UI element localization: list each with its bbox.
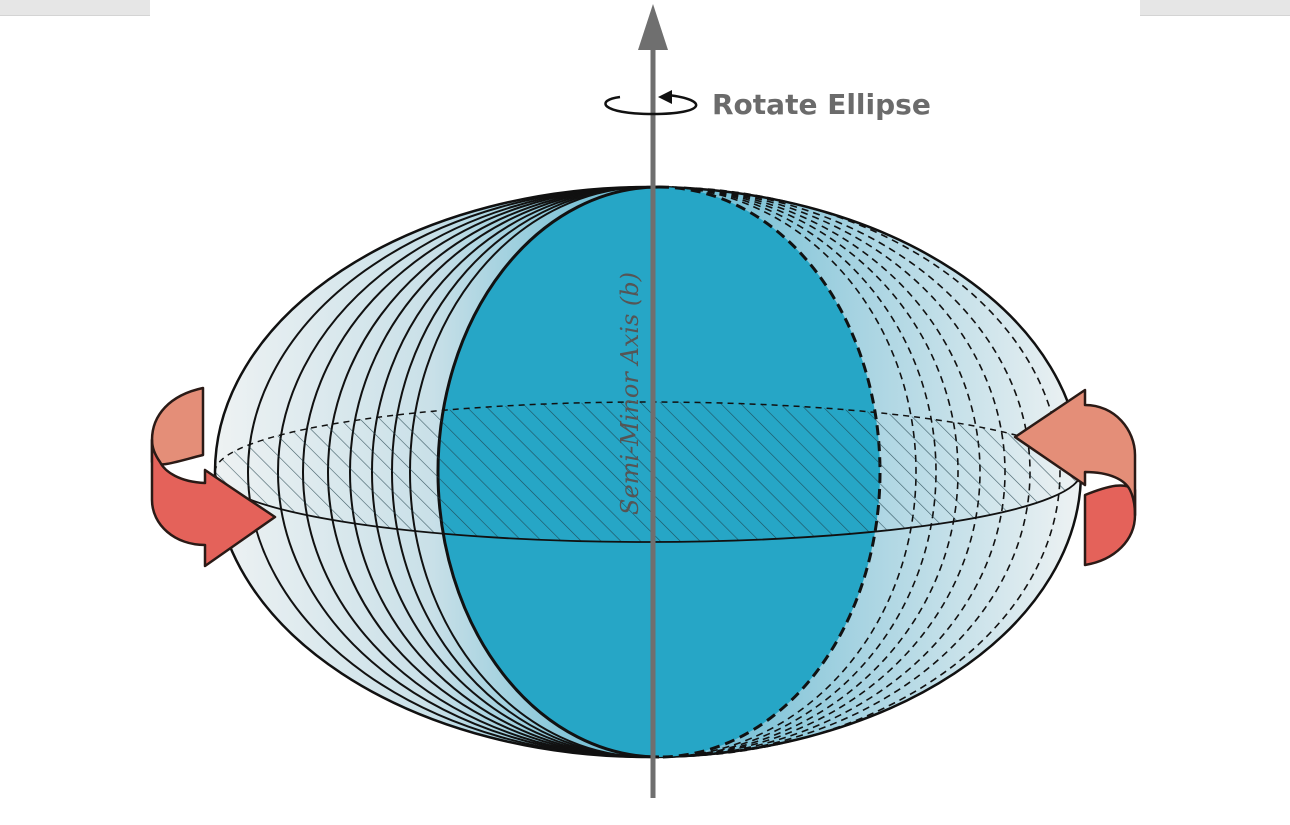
right-rotation-arrow-icon: [1013, 388, 1137, 567]
rotate-icon: [604, 90, 698, 116]
axis-arrowhead-icon: [638, 4, 668, 50]
rotate-ellipse-label: Rotate Ellipse: [712, 88, 931, 121]
equatorial-hatch: [215, 402, 1081, 542]
left-rotation-arrow-icon: [150, 386, 277, 568]
semi-minor-axis-label: Semi-Minor Axis (b): [616, 272, 644, 515]
top-bar-left: [0, 0, 150, 16]
equator-front: [214, 471, 1082, 543]
top-bar-right: [1140, 0, 1290, 16]
